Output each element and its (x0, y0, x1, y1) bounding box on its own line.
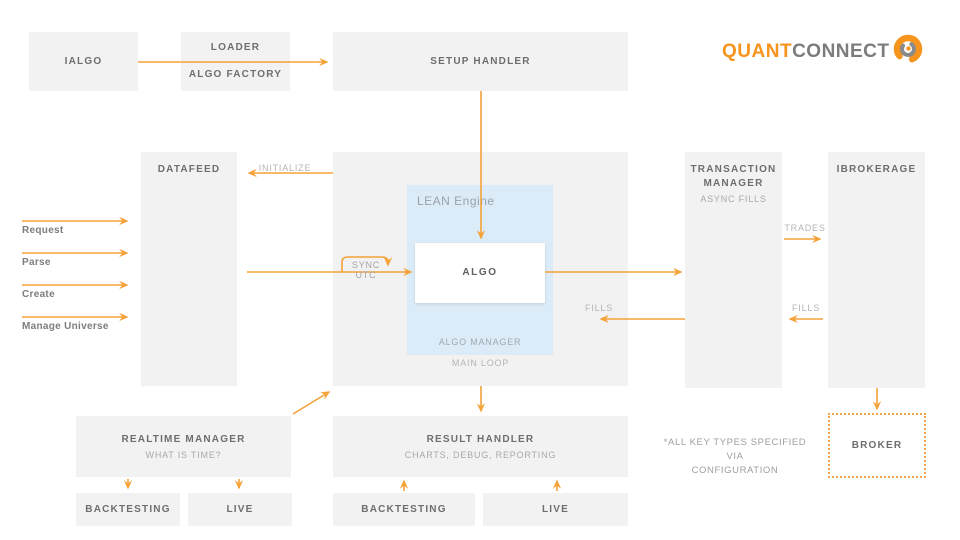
realtime-manager-title: REALTIME MANAGER (121, 433, 246, 445)
swirl-icon (893, 34, 922, 64)
parse-label: Parse (22, 257, 51, 268)
box-setup-handler-title: SETUP HANDLER (430, 55, 531, 67)
logo-text-quant: QUANT (722, 41, 793, 62)
box-result-handler: RESULT HANDLER CHARTS, DEBUG, REPORTING (333, 416, 628, 477)
configuration-note-line2: CONFIGURATION (691, 465, 779, 476)
live-left-title: LIVE (226, 503, 254, 515)
transaction-manager-title-line1: TRANSACTION (690, 164, 777, 175)
configuration-note: *ALL KEY TYPES SPECIFIED VIA CONFIGURATI… (660, 436, 810, 478)
box-transaction-manager-text: TRANSACTION MANAGER ASYNC FILLS (685, 163, 782, 205)
configuration-note-line1: *ALL KEY TYPES SPECIFIED VIA (663, 437, 807, 462)
box-live-right: LIVE (483, 493, 628, 526)
box-algo-title: ALGO (462, 267, 498, 278)
backtesting-right-title: BACKTESTING (361, 503, 447, 515)
fills-inner-label: FILLS (584, 303, 613, 313)
broker-title: BROKER (851, 439, 903, 451)
box-backtesting-left: BACKTESTING (76, 493, 180, 526)
box-ibrokerage: IBROKERAGE (828, 152, 925, 388)
initialize-label: INITIALIZE (258, 163, 312, 173)
logo-text-connect: CONNECT (792, 41, 890, 62)
result-handler-subtitle: CHARTS, DEBUG, REPORTING (404, 449, 557, 460)
box-backtesting-right: BACKTESTING (333, 493, 475, 526)
algo-manager-label: ALGO MANAGER (438, 337, 522, 347)
create-label: Create (22, 289, 55, 300)
box-live-left: LIVE (188, 493, 292, 526)
fills-outer-label: FILLS (791, 303, 820, 313)
box-loader-line2: ALGO FACTORY (188, 69, 283, 80)
box-algo: ALGO (415, 243, 545, 303)
transaction-manager-title-line2: MANAGER (703, 178, 764, 189)
box-broker: BROKER (828, 413, 926, 478)
live-right-title: LIVE (541, 503, 570, 515)
trades-label: TRADES (784, 223, 826, 233)
request-label: Request (22, 225, 64, 236)
manage-universe-label: Manage Universe (22, 321, 109, 332)
box-datafeed-title: DATAFEED (157, 164, 221, 175)
box-ibrokerage-title: IBROKERAGE (836, 164, 917, 175)
backtesting-left-title: BACKTESTING (85, 503, 171, 515)
realtime-manager-subtitle: WHAT IS TIME? (145, 449, 222, 460)
transaction-manager-subtitle: ASYNC FILLS (700, 194, 767, 204)
box-setup-handler: SETUP HANDLER (333, 32, 628, 91)
box-realtime-manager: REALTIME MANAGER WHAT IS TIME? (76, 416, 291, 477)
result-handler-title: RESULT HANDLER (426, 433, 535, 445)
lean-engine-label: LEAN Engine (417, 194, 495, 208)
box-datafeed: DATAFEED (141, 152, 237, 386)
box-loader-line1: LOADER (210, 42, 261, 53)
box-ialgo-title: IALGO (64, 55, 103, 67)
sync-utc-label: SYNC UTC (351, 260, 381, 280)
box-ialgo: IALGO (29, 32, 138, 91)
box-transaction-manager: TRANSACTION MANAGER ASYNC FILLS (685, 152, 782, 388)
main-loop-label: MAIN LOOP (451, 358, 510, 368)
